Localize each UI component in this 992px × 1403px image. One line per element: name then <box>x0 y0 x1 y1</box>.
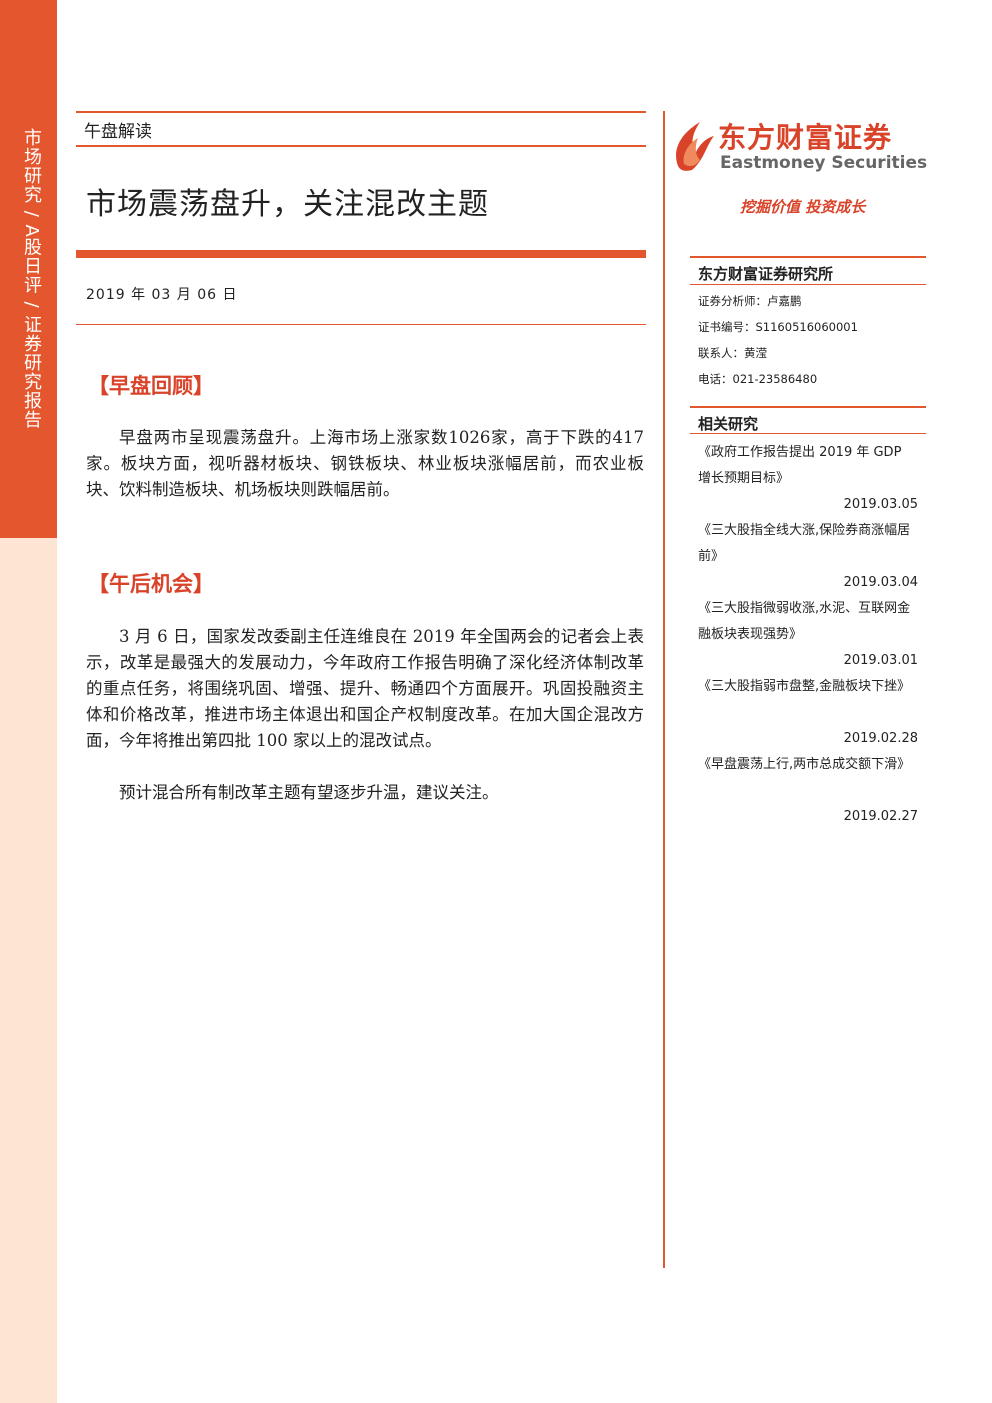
section-paragraph: 早盘两市呈现震荡盘升。上海市场上涨家数1026家，高于下跌的417家。板块方面，… <box>86 428 644 499</box>
section-paragraph: 预计混合所有制改革主题有望逐步升温，建议关注。 <box>119 783 499 802</box>
side-band-lower <box>0 538 57 1403</box>
related-date: 2019.03.01 <box>843 653 918 668</box>
list-item[interactable]: 《早盘震荡上行,两市总成交额下滑》 2019.02.27 <box>698 752 918 830</box>
brand-name-cn: 东方财富证券 <box>718 121 893 154</box>
related-date: 2019.03.05 <box>843 497 918 512</box>
report-date: 2019 年 03 月 06 日 <box>86 287 238 303</box>
institute-heading: 东方财富证券研究所 <box>698 265 834 283</box>
related-date: 2019.02.28 <box>843 731 918 746</box>
list-item[interactable]: 《三大股指微弱收涨,水泥、互联网金融板块表现强势》 2019.03.01 <box>698 596 918 674</box>
divider <box>690 284 926 285</box>
certificate-number: 证书编号：S1160516060001 <box>698 320 858 334</box>
related-title: 《政府工作报告提出 2019 年 GDP 增长预期目标》 <box>698 445 902 486</box>
divider <box>690 256 926 258</box>
report-type-label: 市场研究 / A股日评 / 证券研究报告 <box>21 128 42 430</box>
divider <box>76 324 646 325</box>
brand-slogan: 挖掘价值 投资成长 <box>740 198 866 216</box>
related-date: 2019.02.27 <box>843 809 918 824</box>
list-item[interactable]: 《三大股指全线大涨,保险券商涨幅居前》 2019.03.04 <box>698 518 918 596</box>
analyst-name: 证券分析师：卢嘉鹏 <box>698 294 802 308</box>
divider <box>76 145 646 147</box>
related-title: 《三大股指弱市盘整,金融板块下挫》 <box>698 679 911 694</box>
divider <box>690 433 926 434</box>
column-divider <box>663 111 665 1268</box>
brand-logo: 东方财富证券 Eastmoney Securities <box>670 116 930 176</box>
flame-logo-icon <box>676 122 714 171</box>
related-title: 《三大股指全线大涨,保险券商涨幅居前》 <box>698 523 911 564</box>
related-research-heading: 相关研究 <box>698 415 759 433</box>
divider <box>76 111 646 113</box>
brand-name-en: Eastmoney Securities <box>720 153 928 173</box>
section-heading-morning-review: 【早盘回顾】 <box>88 373 214 398</box>
related-title: 《早盘震荡上行,两市总成交额下滑》 <box>698 757 911 772</box>
section-heading-afternoon-opportunity: 【午后机会】 <box>88 571 214 596</box>
list-item[interactable]: 《三大股指弱市盘整,金融板块下挫》 2019.02.28 <box>698 674 918 752</box>
contact-person: 联系人：黄滢 <box>698 346 767 360</box>
phone-number: 电话：021-23586480 <box>698 372 818 386</box>
divider <box>690 406 926 408</box>
divider-thick <box>76 250 646 258</box>
related-date: 2019.03.04 <box>843 575 918 590</box>
related-research-list: 《政府工作报告提出 2019 年 GDP 增长预期目标》 2019.03.05 … <box>698 440 918 830</box>
report-category: 午盘解读 <box>84 122 152 142</box>
side-band <box>0 0 57 538</box>
related-title: 《三大股指微弱收涨,水泥、互联网金融板块表现强势》 <box>698 601 911 642</box>
list-item[interactable]: 《政府工作报告提出 2019 年 GDP 增长预期目标》 2019.03.05 <box>698 440 918 518</box>
page-title: 市场震荡盘升，关注混改主题 <box>86 187 489 222</box>
section-paragraph: 3 月 6 日，国家发改委副主任连维良在 2019 年全国两会的记者会上表示，改… <box>86 627 644 750</box>
